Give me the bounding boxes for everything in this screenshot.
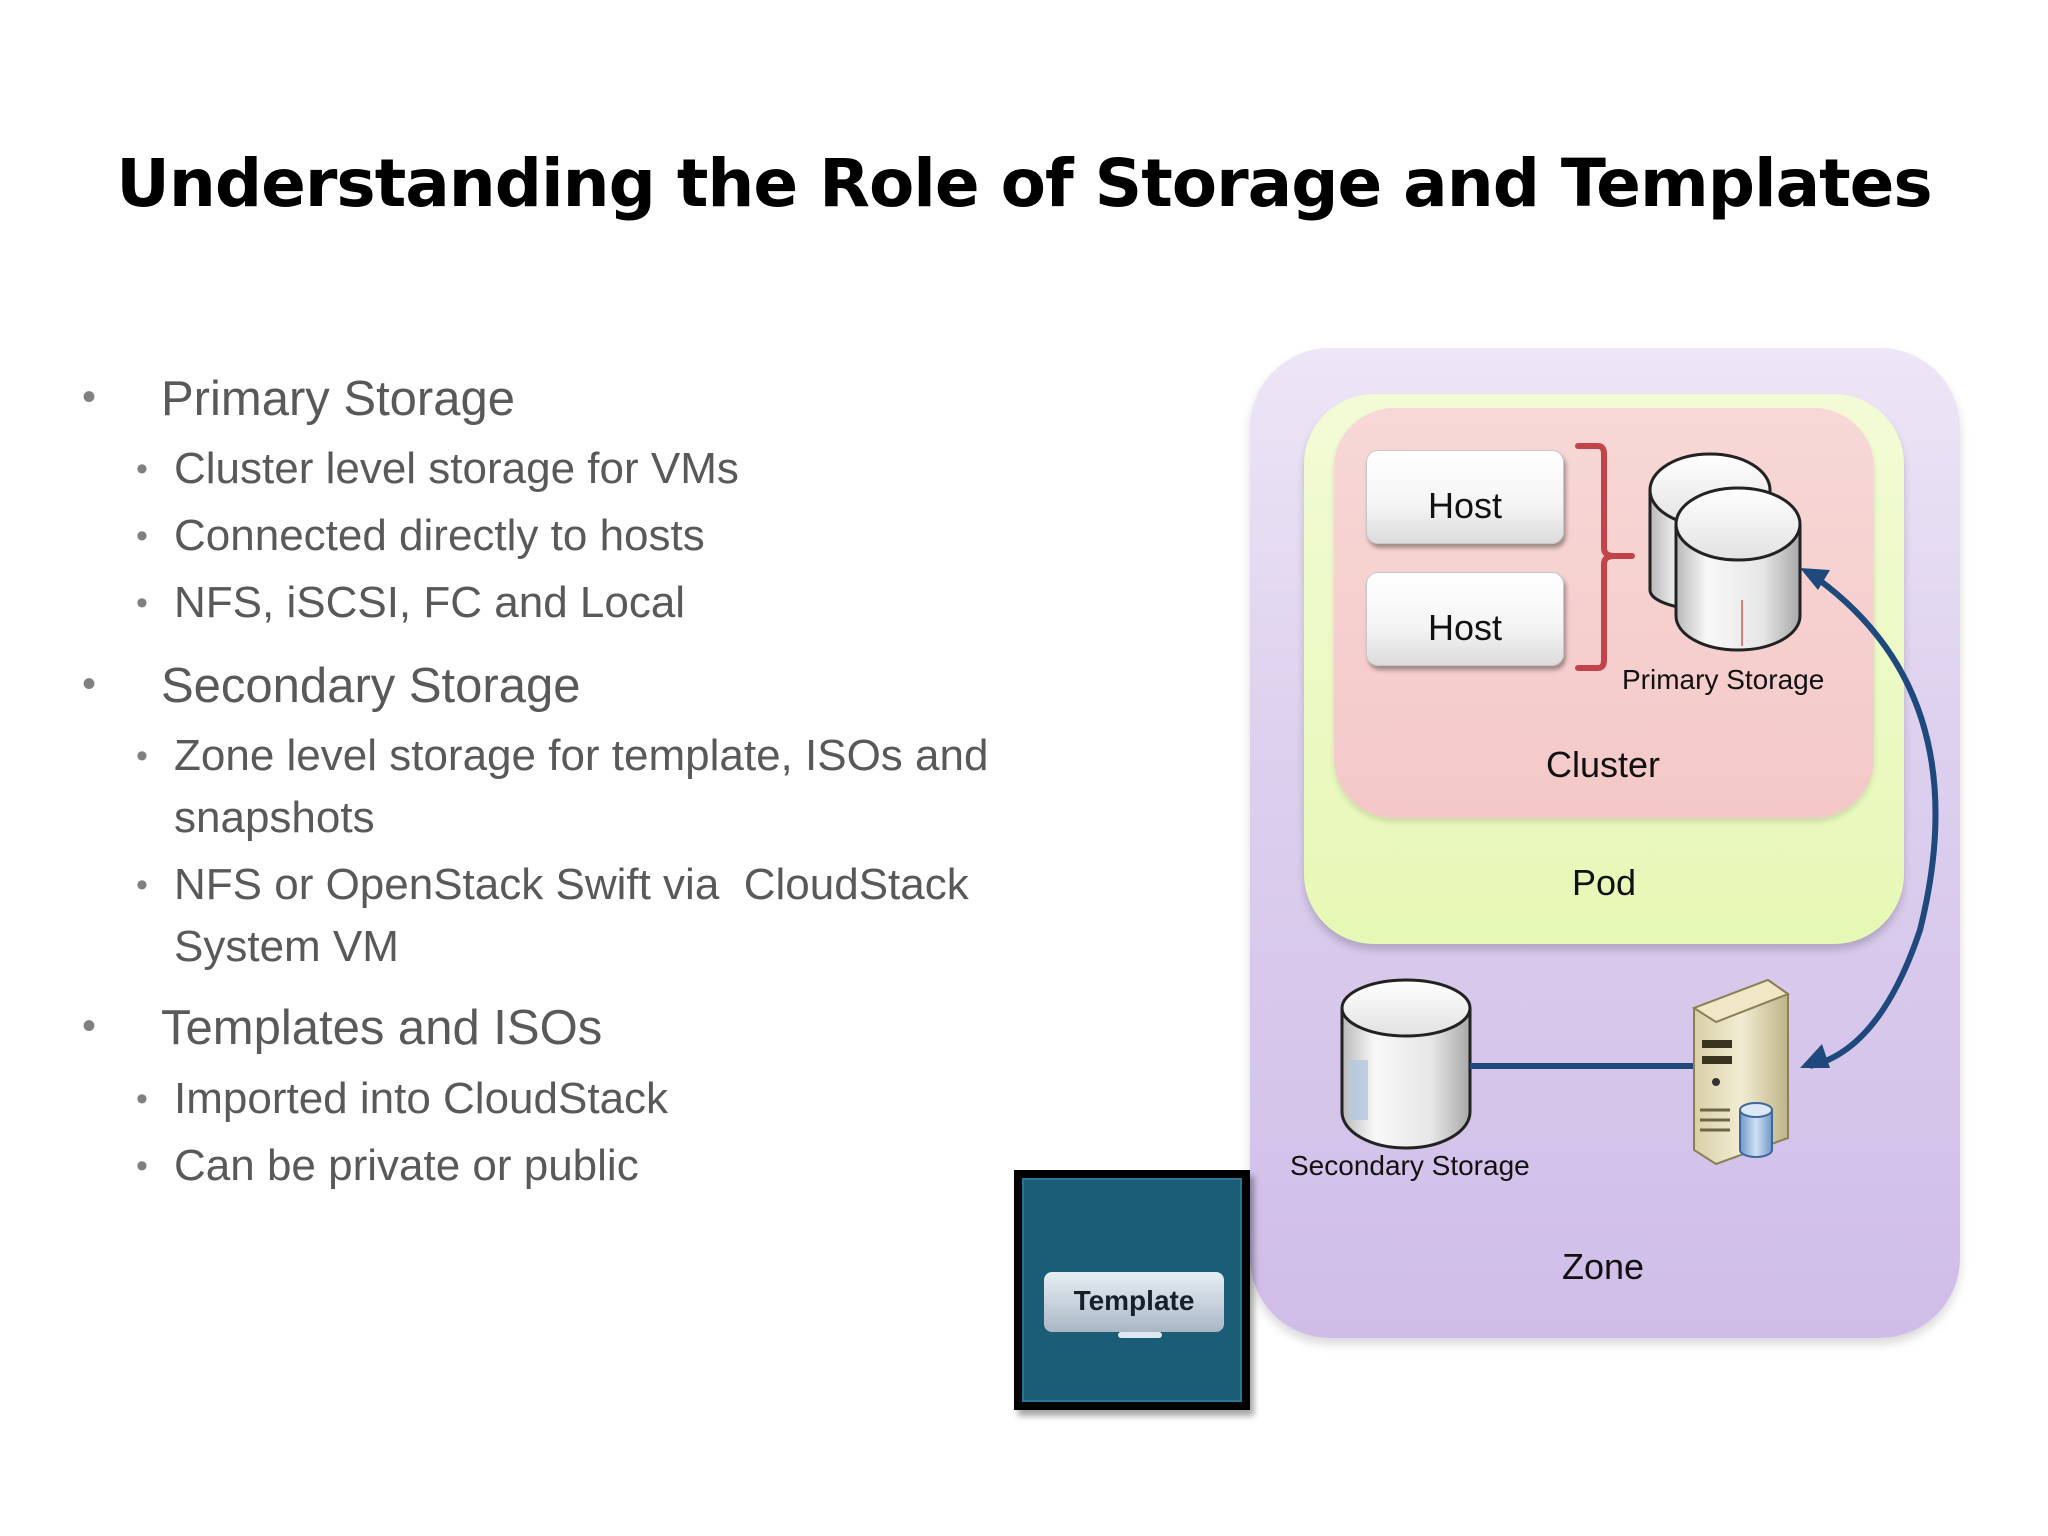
bullet-dot: • [136, 1080, 148, 1118]
host-box: Host [1366, 450, 1564, 544]
bullet-dot: • [136, 450, 148, 488]
pod-label: Pod [1572, 862, 1637, 903]
bullet-dot: • [136, 737, 148, 775]
bullet-dot: • [82, 375, 97, 419]
template-indicator [1118, 1332, 1162, 1338]
sub-bullet-text: NFS or OpenStack Swift via CloudStack Sy… [174, 854, 1074, 978]
sub-bullet-line: System VM [174, 922, 399, 971]
bullet-dot: • [136, 584, 148, 622]
sub-bullet-text: Cluster level storage for VMs [174, 444, 739, 493]
zone-label: Zone [1562, 1246, 1645, 1287]
primary-storage-label: Primary Storage [1622, 664, 1825, 695]
bullet-heading: Secondary Storage [161, 659, 581, 713]
sub-bullet-line: snapshots [174, 793, 375, 842]
sub-bullet-text: Zone level storage for template, ISOs an… [174, 725, 1074, 849]
sub-bullet-text: Imported into CloudStack [174, 1074, 669, 1123]
bullet-dot: • [136, 866, 148, 904]
bullet-heading: Primary Storage [161, 372, 516, 426]
slide-title: Understanding the Role of Storage and Te… [116, 145, 1932, 222]
sub-bullet-text: Connected directly to hosts [174, 511, 705, 560]
template-button[interactable]: Template [1044, 1272, 1224, 1332]
template-thumbnail: Template [1014, 1170, 1250, 1410]
bullet-heading: Templates and ISOs [161, 1001, 603, 1055]
bullet-dot: • [136, 517, 148, 555]
secondary-storage-label: Secondary Storage [1290, 1150, 1530, 1181]
sub-bullet-text: Can be private or public [174, 1141, 639, 1190]
bullet-dot: • [82, 1004, 97, 1048]
host-box: Host [1366, 572, 1564, 666]
template-panel: Template [1022, 1178, 1242, 1402]
bullet-dot: • [82, 662, 97, 706]
sub-bullet-line: NFS or OpenStack Swift via CloudStack [174, 860, 969, 909]
sub-bullet-line: Zone level storage for template, ISOs an… [174, 731, 989, 780]
bullet-dot: • [136, 1147, 148, 1185]
cluster-label: Cluster [1546, 744, 1661, 785]
sub-bullet-text: NFS, iSCSI, FC and Local [174, 578, 686, 627]
